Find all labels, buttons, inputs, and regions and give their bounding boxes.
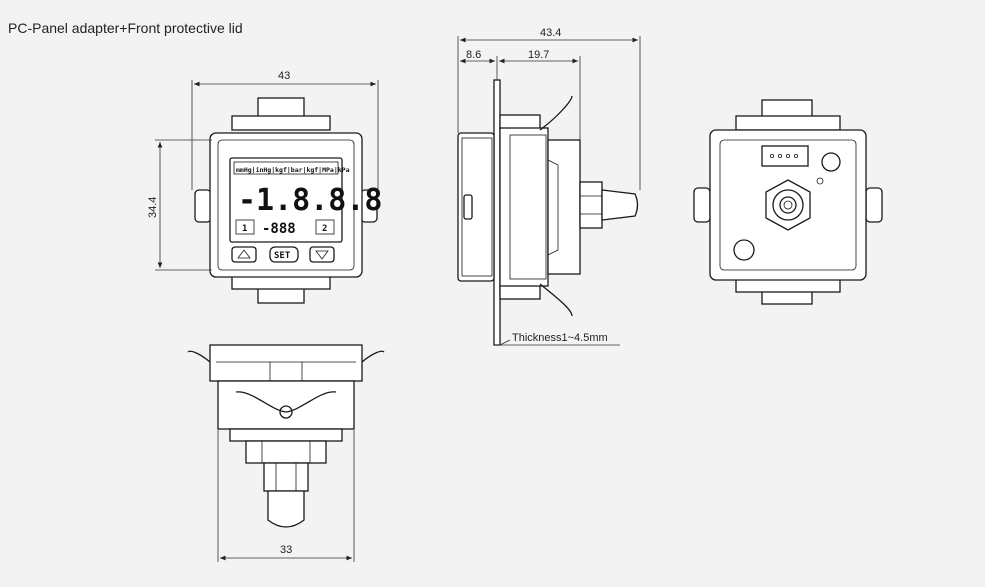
down-arrow-icon [315,250,329,260]
button-2-label: 2 [322,224,327,234]
connector-pins [770,153,799,158]
bottom-width-dimension: 33 [280,544,292,556]
main-display: -1.8.8.8 [238,183,383,218]
bottom-view: 33 [187,344,385,562]
thickness-label: Thickness1~4.5mm [512,332,608,344]
rear-view [693,99,883,305]
up-arrow-icon [237,249,251,259]
side-total-dimension: 43.4 [540,27,561,39]
side-view: 43.4 8.6 19.7 Thickness1~4.5mm [457,27,641,346]
button-1-label: 1 [242,224,247,234]
front-height-dimension: 34.4 [147,197,159,218]
front-view: mmHg|inHg|kgf|bar|kgf|MPa|kPa -1.8.8.8 1… [147,70,383,304]
side-body-dimension: 19.7 [528,49,549,61]
sub-display: -888 [262,221,296,237]
units-row: mmHg|inHg|kgf|bar|kgf|MPa|kPa [236,166,350,175]
page-title: PC-Panel adapter+Front protective lid [8,20,243,36]
set-button-label: SET [274,251,291,261]
front-width-dimension: 43 [278,70,290,82]
side-front-dimension: 8.6 [466,49,481,61]
